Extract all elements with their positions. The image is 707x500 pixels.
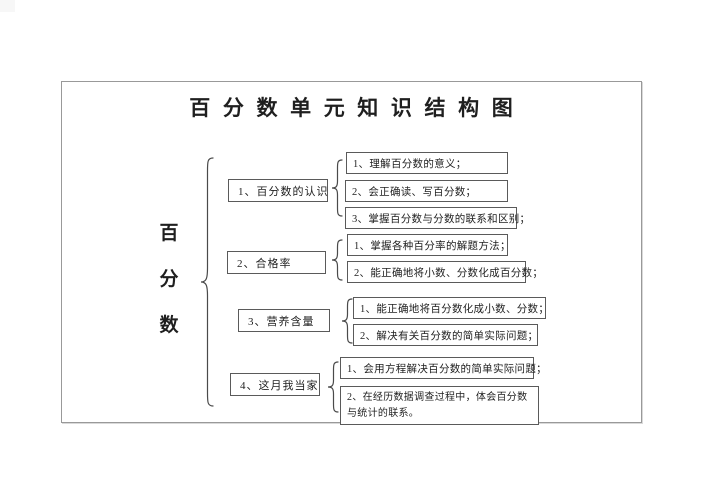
leaf-box-2-1: 1、掌握各种百分率的解题方法； <box>347 234 510 256</box>
leaf-box-1-2: 2、会正确读、写百分数； <box>345 180 508 202</box>
leaf-box-3-1: 1、能正确地将百分数化成小数、分数； <box>353 297 549 319</box>
branch-box-4: 4、这月我当家 <box>230 373 320 396</box>
branch-4-brace-icon <box>327 361 339 413</box>
leaf-box-4-1: 1、会用方程解决百分数的简单实际问题； <box>340 357 547 379</box>
branch-1-brace-icon <box>331 159 343 217</box>
branch-box-2: 2、合格率 <box>227 251 326 274</box>
scan-artifact <box>0 0 15 12</box>
branch-box-3: 3、营养含量 <box>238 309 330 332</box>
diagram-title: 百分数单元知识结构图 <box>189 96 526 120</box>
branch-box-1: 1、百分数的认识 <box>228 179 328 202</box>
root-char-2: 分 <box>159 269 179 290</box>
leaf-box-1-3: 3、掌握百分数与分数的联系和区别； <box>345 207 530 229</box>
root-char-3: 数 <box>159 315 179 336</box>
root-char-1: 百 <box>159 223 179 244</box>
root-brace-icon <box>200 157 214 407</box>
leaf-box-1-1: 1、理解百分数的意义； <box>346 152 508 174</box>
branch-3-brace-icon <box>341 298 353 344</box>
root-node-label: 百 分 数 <box>158 224 180 335</box>
branch-2-brace-icon <box>331 239 343 281</box>
leaf-box-4-2: 2、在经历数据调查过程中，体会百分数与统计的联系。 <box>340 386 539 425</box>
leaf-box-3-2: 2、解决有关百分数的简单实际问题； <box>353 324 538 346</box>
leaf-box-2-2: 2、能正确地将小数、分数化成百分数； <box>347 261 543 283</box>
